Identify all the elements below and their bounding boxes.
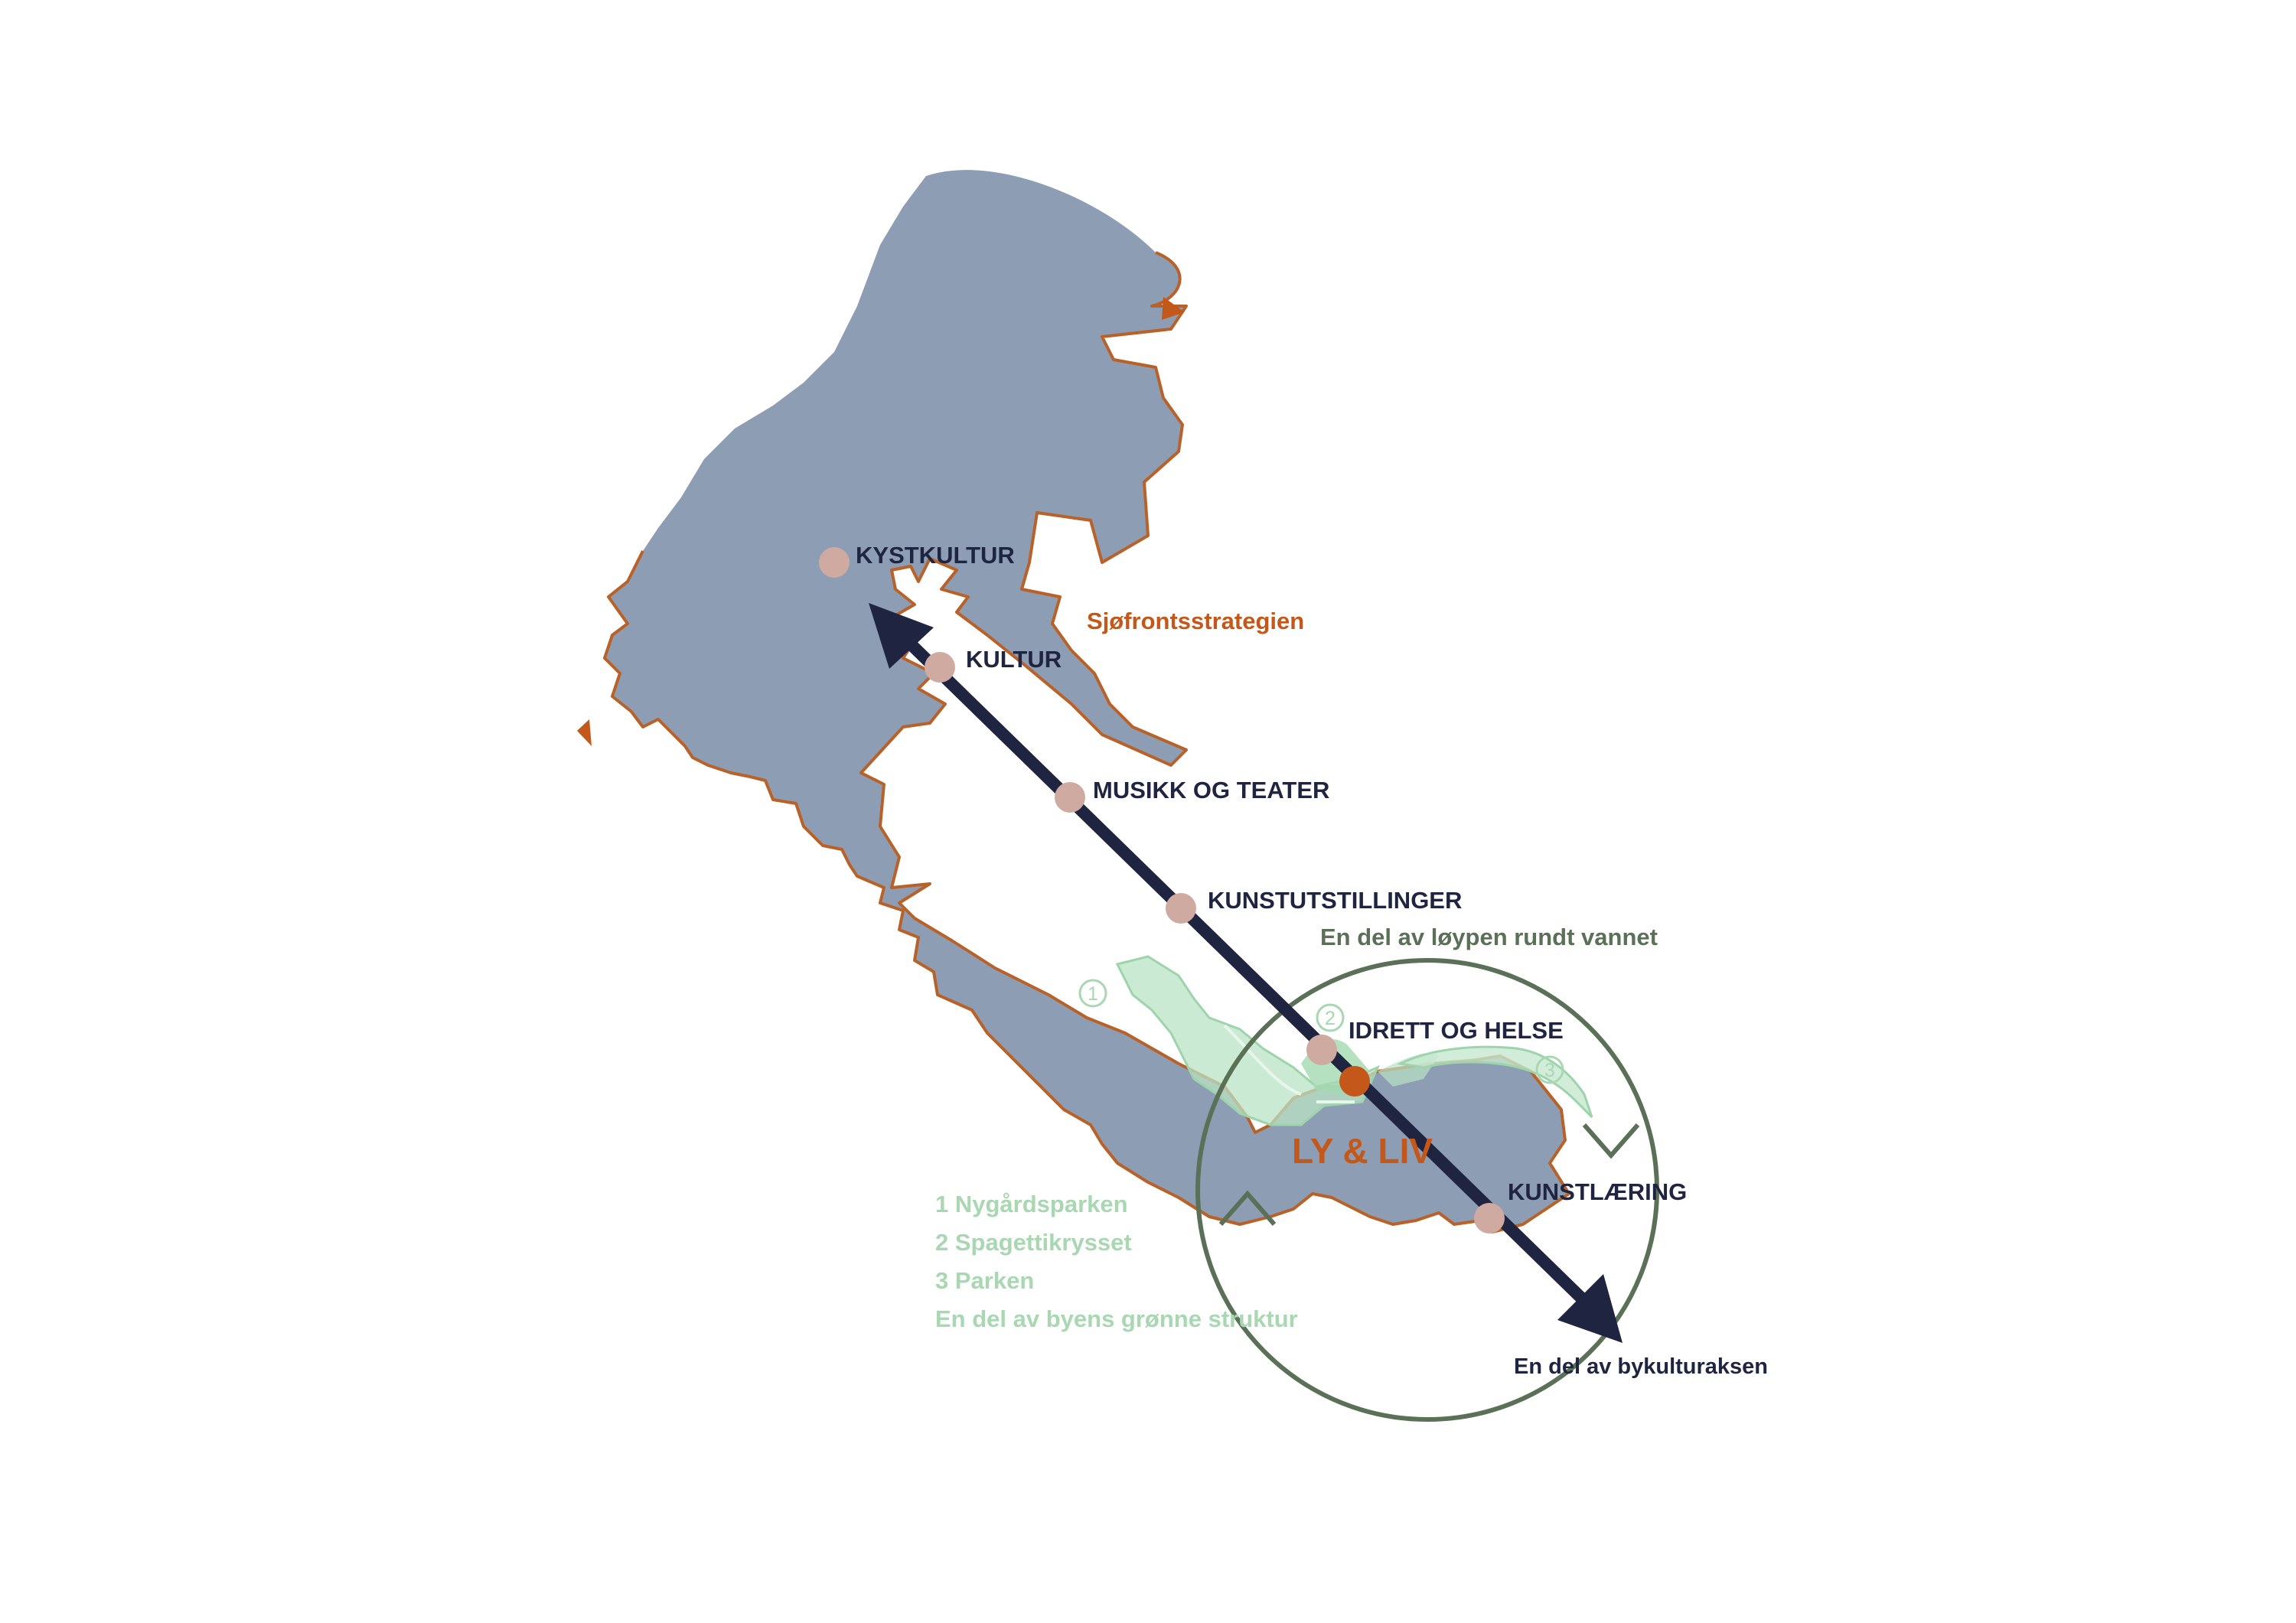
label-kultur: KULTUR (966, 646, 1062, 673)
label-kystkultur: KYSTKULTUR (856, 542, 1015, 569)
legend-item-3: 3 Parken (935, 1267, 1034, 1294)
label-loop: En del av løypen rundt vannet (1320, 924, 1658, 950)
axis-arrowhead-se-icon (1557, 1274, 1623, 1343)
label-kunstlaering: KUNSTLÆRING (1508, 1178, 1687, 1205)
station-dot-kunstutstillinger (1166, 893, 1196, 924)
shore-arrow-left-icon (577, 719, 592, 746)
green-structure (1115, 955, 1380, 1126)
label-kunstutstillinger: KUNSTUTSTILLINGER (1208, 887, 1462, 914)
axis-arrowhead-nw-icon (869, 603, 934, 669)
green-flow-arrow-1 (1223, 1024, 1302, 1096)
legend-item-2: 2 Spagettikrysset (935, 1229, 1132, 1256)
green-marker-3: 3 (1535, 1055, 1564, 1084)
station-dot-kystkultur (819, 547, 850, 578)
green-park-east (1397, 1045, 1593, 1119)
water-body (605, 170, 1569, 1233)
label-sjofront: Sjøfrontsstrategien (1087, 608, 1304, 634)
station-dot-kultur (925, 652, 955, 683)
green-marker-2: 2 (1316, 1003, 1345, 1032)
legend-item-1: 1 Nygårdsparken (935, 1191, 1128, 1217)
culture-axis-line (899, 632, 1589, 1305)
svg-text:2: 2 (1325, 1008, 1336, 1029)
shore-arrow-top-icon (1162, 297, 1185, 320)
station-dot-idrett (1306, 1035, 1337, 1065)
station-dot-musikk (1055, 782, 1085, 813)
label-idrett: IDRETT OG HELSE (1349, 1017, 1564, 1044)
loop-arrow-right-icon (1582, 1123, 1640, 1159)
water-loop-circle (1195, 958, 1659, 1422)
loop-arrow-left-icon (1218, 1190, 1277, 1226)
label-musikk: MUSIKK OG TEATER (1093, 777, 1329, 803)
legend-item-4: En del av byens grønne struktur (935, 1305, 1298, 1332)
green-legend: 1 Nygårdsparken 2 Spagettikrysset 3 Park… (935, 1191, 1298, 1332)
label-ly-liv: LY & LIV (1292, 1131, 1433, 1171)
station-dot-kunstlaering (1474, 1203, 1505, 1234)
svg-text:3: 3 (1544, 1060, 1555, 1081)
green-marker-1: 1 (1078, 979, 1107, 1008)
label-axis: En del av bykulturaksen (1514, 1354, 1768, 1379)
svg-text:1: 1 (1088, 983, 1098, 1005)
station-dot-focus (1339, 1066, 1370, 1097)
